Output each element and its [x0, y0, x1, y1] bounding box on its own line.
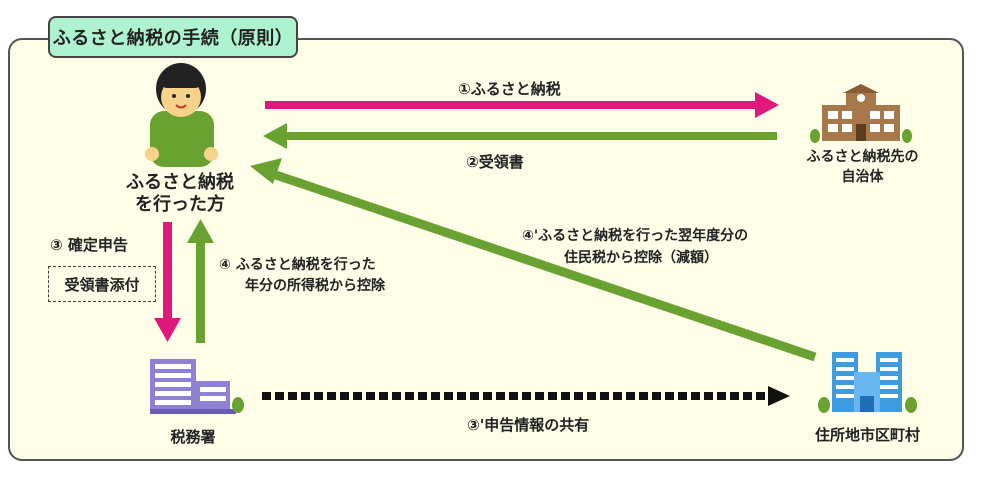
person-icon	[145, 63, 218, 167]
arrow-step3-prime	[262, 386, 790, 406]
municipality-label: 住所地市区町村	[814, 426, 920, 444]
city-hall-icon	[818, 352, 917, 413]
step3-prime-label: ③'申告情報の共有	[467, 416, 590, 434]
step4-label-line1: ④ ふるさと納税を行った	[219, 257, 376, 273]
office-building-icon	[150, 359, 244, 414]
arrow-step4	[187, 219, 214, 343]
step3-attachment-box: 受領書添付	[48, 266, 156, 302]
recipient-label-line2: 自治体	[841, 169, 884, 185]
arrow-step4-prime	[250, 158, 817, 362]
arrow-step2	[263, 123, 777, 149]
step3-label: ③ 確定申告	[50, 236, 128, 254]
recipient-label: ふるさと納税先の 自治体	[790, 147, 935, 187]
donor-label: ふるさと納税 を行った方	[100, 172, 260, 216]
step1-label: ①ふるさと納税	[458, 80, 561, 98]
step4-prime-label-line2: 住民税から控除（減額）	[564, 250, 718, 266]
step2-label: ②受領書	[466, 153, 524, 171]
arrow-step1	[265, 92, 779, 118]
arrow-step3	[154, 222, 181, 342]
step4-label: ④ ふるさと納税を行った 年分の所得税から控除	[219, 255, 385, 297]
recipient-label-line1: ふるさと納税先の	[806, 149, 919, 165]
step4-prime-label: ④'ふるさと納税を行った翌年度分の 住民税から控除（減額）	[522, 225, 748, 269]
donor-label-line1: ふるさと納税	[126, 172, 234, 193]
tax-office-label: 税務署	[170, 428, 216, 446]
school-building-icon	[810, 84, 912, 143]
step4-prime-label-line1: ④'ふるさと納税を行った翌年度分の	[522, 228, 749, 244]
step4-label-line2: 年分の所得税から控除	[245, 278, 385, 294]
diagram-title: ふるさと納税の手続（原則）	[48, 16, 298, 58]
donor-label-line2: を行った方	[135, 194, 225, 215]
